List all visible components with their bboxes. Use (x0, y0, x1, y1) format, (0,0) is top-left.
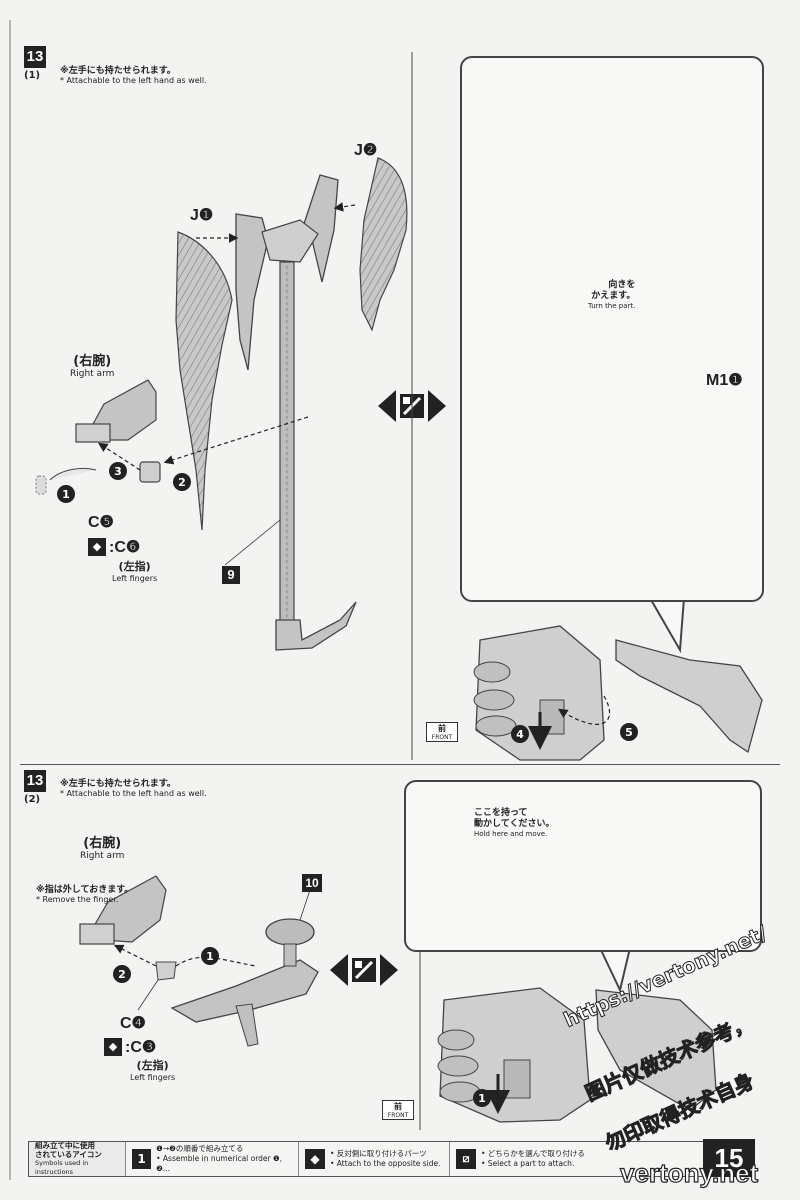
left-fingers-en-2: Left fingers (130, 1073, 176, 1082)
label-c4: C❹ (120, 1015, 146, 1032)
bottom-note-jp: ※左手にも持たせられます。 (60, 779, 176, 789)
legend-heading: 組み立て中に使用 されているアイコン Symbols used in instr… (29, 1141, 125, 1176)
hold-jp-2: 動かしてください。 (474, 819, 555, 829)
left-fingers-label-bottom: (左指) Left fingers (130, 1057, 175, 1082)
step-number-badge-2: 13 (24, 770, 46, 792)
svg-text:4: 4 (516, 728, 524, 741)
remove-jp: ※指は外しておきます。 (36, 885, 134, 895)
watermark-site: vertony.net (619, 1157, 759, 1188)
label-m1: M1❶ (706, 372, 743, 389)
swap-part-c3: ◆ :C❸ (104, 1037, 156, 1057)
bottom-note: ※左手にも持たせられます。 * Attachable to the left h… (60, 776, 207, 798)
substep-2-label: (2) (24, 794, 41, 805)
swap-part-c6: ◆ :C❻ (88, 537, 140, 557)
svg-text:2: 2 (178, 476, 186, 489)
section-divider (20, 764, 780, 765)
svg-text:1: 1 (206, 950, 214, 963)
front-indicator-bottom: 前 FRONT (382, 1100, 414, 1120)
right-arm-jp: (右腕) (73, 354, 112, 369)
right-arm-en-2: Right arm (80, 851, 125, 861)
front-en-2: FRONT (387, 1112, 409, 1119)
hold-en: Hold here and move. (474, 830, 548, 838)
front-indicator-top: 前 FRONT (426, 722, 458, 742)
top-note-jp: ※左手にも持たせられます。 (60, 66, 176, 76)
legend-i1-jp: ❶→❷の順番で組み立てる (156, 1144, 244, 1153)
turn-jp-2: かえます。 (591, 291, 636, 301)
top-note: ※左手にも持たせられます。 * Attachable to the left h… (60, 63, 207, 85)
front-en: FRONT (431, 734, 453, 741)
right-arm-label-top: (右腕) Right arm (70, 350, 114, 379)
right-arm-label-bottom: (右腕) Right arm (80, 832, 124, 861)
front-jp: 前 (438, 724, 446, 733)
legend-select-part: ⧄ • どちらかを選んで取り付ける • Select a part to att… (449, 1142, 705, 1176)
turn-part-note: 向きを かえます。 Turn the part. (588, 280, 635, 310)
icon-legend: 組み立て中に使用 されているアイコン Symbols used in instr… (28, 1141, 706, 1177)
svg-text:1: 1 (478, 1092, 486, 1105)
legend-numerical-order: 1 ❶→❷の順番で組み立てる • Assemble in numerical o… (125, 1142, 298, 1176)
detail-panel-top (460, 56, 764, 602)
wing-j1-illustration (175, 231, 233, 531)
detail-panel-bottom (404, 780, 762, 952)
legend-i2-jp: • 反対側に取り付けるパーツ (330, 1149, 427, 1158)
legend-i3-jp: • どちらかを選んで取り付ける (481, 1149, 585, 1158)
legend-heading-en: Symbols used in instructions (35, 1159, 89, 1176)
select-part-legend-icon: ⧄ (456, 1149, 476, 1169)
opposite-side-legend-icon: ◆ (305, 1149, 325, 1169)
substep-1-label: (1) (24, 70, 41, 81)
legend-i2-en: • Attach to the opposite side. (330, 1159, 441, 1168)
label-c5: C❺ (88, 514, 114, 531)
label-c3: :C❸ (125, 1039, 157, 1056)
numbered-circle-icon: 1 (132, 1149, 152, 1169)
right-arm-en: Right arm (70, 369, 115, 379)
svg-text:2: 2 (118, 968, 126, 981)
hold-move-note: ここを持って 動かしてください。 Hold here and move. (474, 808, 554, 838)
right-arm-jp-2: (右腕) (83, 836, 122, 851)
turn-jp-1: 向きを (608, 280, 636, 290)
legend-i3-en: • Select a part to attach. (481, 1159, 575, 1168)
opposite-side-icon: ◆ (88, 538, 106, 556)
page-number: 15 (703, 1139, 755, 1177)
legend-heading-jp1: 組み立て中に使用 (35, 1141, 95, 1150)
bottom-note-en: * Attachable to the left hand as well. (60, 789, 207, 798)
opposite-side-icon-2: ◆ (104, 1038, 122, 1056)
label-j2: J❷ (354, 142, 378, 159)
label-c6: :C❻ (109, 539, 141, 556)
svg-text:1: 1 (62, 488, 70, 501)
swap-icon-bottom (330, 954, 398, 986)
left-fingers-en: Left fingers (112, 574, 158, 583)
svg-text:3: 3 (114, 465, 122, 478)
front-jp-2: 前 (394, 1102, 402, 1111)
remove-finger-note: ※指は外しておきます。 * Remove the finger. (36, 882, 133, 904)
right-arm-illustration-top (35, 379, 161, 495)
part-number-10: 10 (302, 874, 322, 892)
remove-en: * Remove the finger. (36, 895, 119, 904)
hold-jp-1: ここを持って (474, 808, 528, 818)
left-fingers-jp-2: (左指) (136, 1059, 169, 1072)
turn-en: Turn the part. (588, 302, 636, 310)
gatling-cannon-bottom (170, 918, 319, 1047)
top-note-en: * Attachable to the left hand as well. (60, 76, 207, 85)
part-number-9: 9 (222, 566, 240, 584)
left-fingers-label-top: (左指) Left fingers (112, 558, 157, 583)
legend-opposite-side: ◆ • 反対側に取り付けるパーツ • Attach to the opposit… (298, 1142, 449, 1176)
step-number-badge: 13 (24, 46, 46, 68)
legend-i1-en: • Assemble in numerical order ❶, ❷... (156, 1154, 283, 1173)
svg-text:5: 5 (625, 726, 633, 739)
legend-heading-jp2: されているアイコン (35, 1150, 102, 1159)
label-j1: J❶ (190, 207, 214, 224)
left-fingers-jp: (左指) (118, 560, 151, 573)
